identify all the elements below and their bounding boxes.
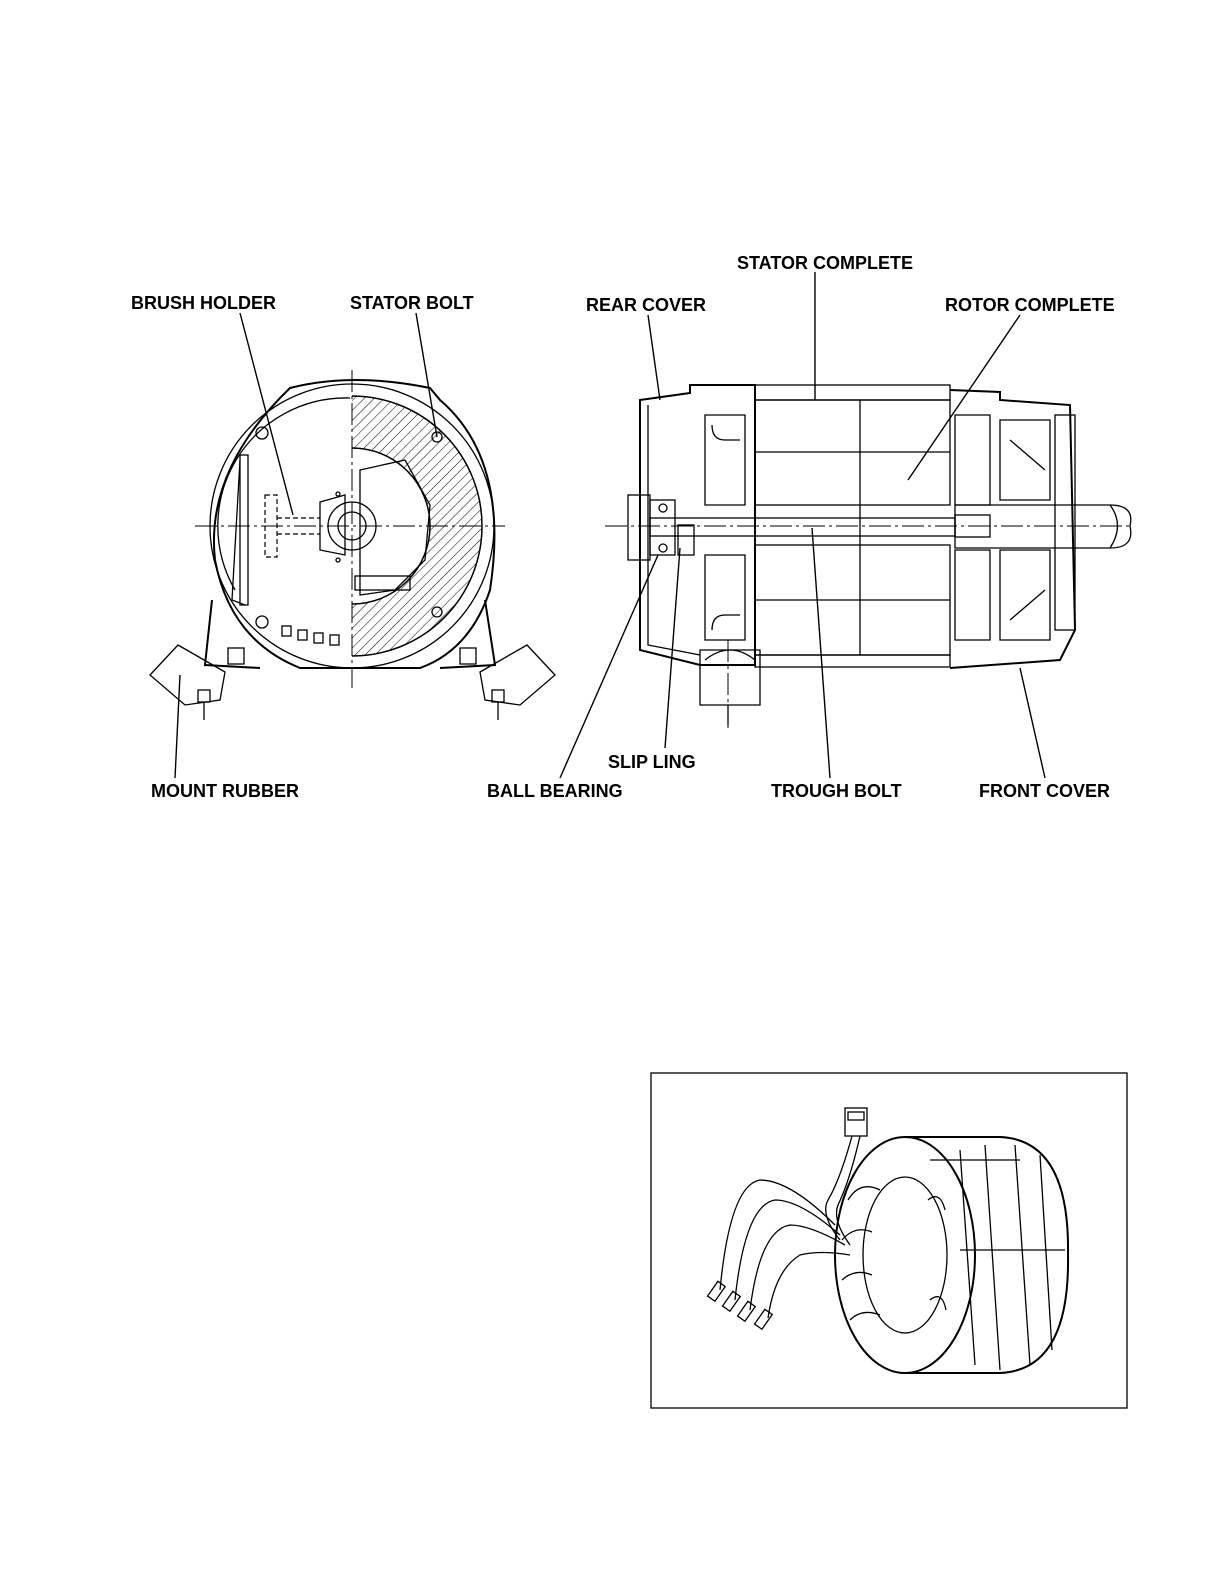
stator-illustration	[651, 1073, 1127, 1408]
label-brush-holder: BRUSH HOLDER	[131, 293, 276, 313]
side-section-view	[605, 385, 1132, 728]
label-ball-bearing: BALL BEARING	[487, 781, 623, 801]
stator-illustration-frame	[651, 1073, 1127, 1408]
end-view	[150, 370, 555, 720]
label-front-cover: FRONT COVER	[979, 781, 1110, 801]
label-stator-complete: STATOR COMPLETE	[737, 253, 913, 273]
leader-lines	[175, 272, 1045, 778]
label-mount-rubber: MOUNT RUBBER	[151, 781, 299, 801]
label-rotor-complete: ROTOR COMPLETE	[945, 295, 1115, 315]
label-trough-bolt: TROUGH BOLT	[771, 781, 902, 801]
label-rear-cover: REAR COVER	[586, 295, 706, 315]
label-slip-ling: SLIP LING	[608, 752, 696, 772]
label-stator-bolt: STATOR BOLT	[350, 293, 474, 313]
